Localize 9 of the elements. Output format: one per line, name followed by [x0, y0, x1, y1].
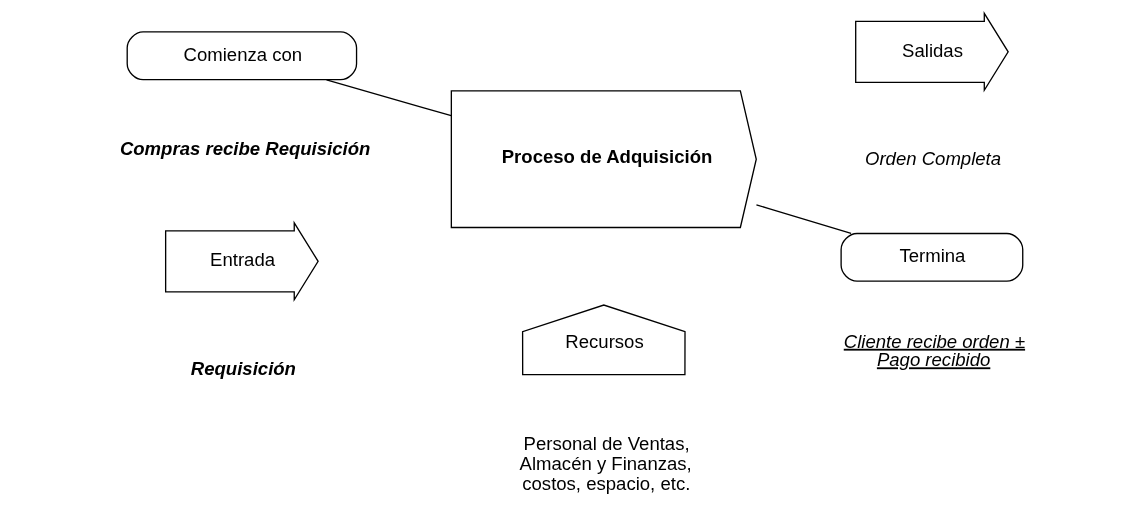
- node-label: Compras recibe Requisición: [119, 137, 370, 159]
- node-box: Termina: [839, 232, 1023, 282]
- node-label: Cliente recibe orden ± Pago recibido: [843, 330, 1025, 371]
- connector: [755, 204, 852, 235]
- connector: [325, 79, 452, 117]
- node-label: Requisición: [190, 357, 296, 379]
- node-box: Comienza con: [126, 31, 357, 81]
- node-label: Personal de Ventas, Almacén y Finanzas, costos, espacio, etc.: [519, 433, 692, 495]
- node-label: Orden Completa: [864, 148, 1001, 170]
